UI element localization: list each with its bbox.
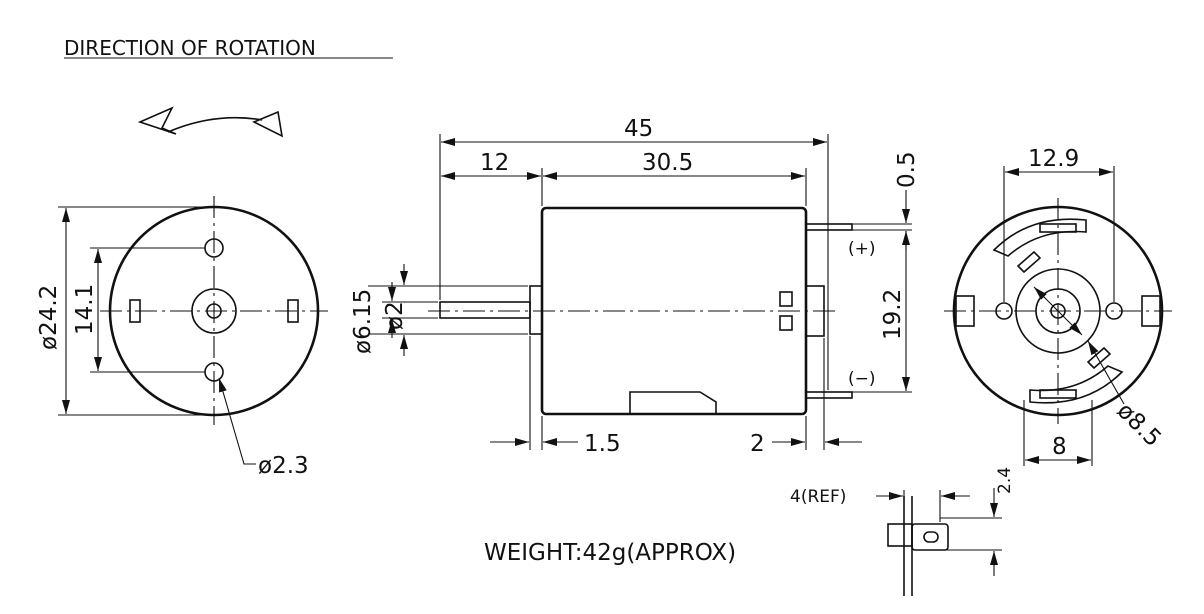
rear-end-view: 12.9 8 ø8.5 <box>944 146 1172 466</box>
terminal-width-label: 2.4 <box>995 467 1015 494</box>
width-across-label: 12.9 <box>1028 146 1079 172</box>
rotation-arrow-icon <box>137 106 284 138</box>
rear-boss-length-label: 2 <box>750 431 765 457</box>
hole-diameter-label: ø2.3 <box>258 453 309 479</box>
slot-top <box>1016 250 1042 274</box>
shaft-diameter-label: ø2 <box>382 301 408 330</box>
polarity-positive: (+) <box>848 239 876 259</box>
body-bump <box>629 391 717 414</box>
terminal-hole <box>923 531 939 543</box>
rotation-title: DIRECTION OF ROTATION <box>64 36 316 60</box>
hole-spacing-label: 14.1 <box>72 284 98 335</box>
brush-cover-bottom <box>1029 365 1124 404</box>
terminal-positive <box>805 223 853 231</box>
front-boss <box>529 285 543 335</box>
slot-bottom <box>1086 346 1112 370</box>
side-view: 45 12 30.5 0.5 19.2 (+) (−) ø6.15 ø2 <box>350 116 920 457</box>
weight-label: WEIGHT:42g(APPROX) <box>484 540 736 566</box>
terminal-spacing-label: 19.2 <box>880 289 906 340</box>
terminal-tab <box>911 523 949 551</box>
shaft <box>439 301 531 319</box>
shaft-length-label: 12 <box>480 150 509 176</box>
overall-length-label: 45 <box>624 116 653 142</box>
body-diameter-label: ø24.2 <box>36 285 62 350</box>
front-end-view: ø24.2 14.1 ø2.3 <box>36 196 328 479</box>
terminal-negative <box>805 391 853 399</box>
polarity-negative: (−) <box>848 369 876 389</box>
hole-diameter-leader <box>218 377 256 465</box>
bearing-width-label: 8 <box>1052 434 1067 460</box>
bearing-diameter-label: ø8.5 <box>1112 398 1166 452</box>
brush-cover-top <box>992 218 1087 257</box>
boss-diameter-label: ø6.15 <box>350 289 376 354</box>
bearing-diameter-leader <box>1087 340 1125 405</box>
terminal-ref-label: 4(REF) <box>790 487 846 507</box>
terminal-base <box>887 523 913 547</box>
terminal-thickness-label: 0.5 <box>894 151 920 188</box>
terminal-detail: 2.4 4(REF) <box>790 467 1015 596</box>
rotation-title-group: DIRECTION OF ROTATION <box>64 36 393 60</box>
body-length-label: 30.5 <box>642 150 693 176</box>
boss-length-label: 1.5 <box>584 431 621 457</box>
